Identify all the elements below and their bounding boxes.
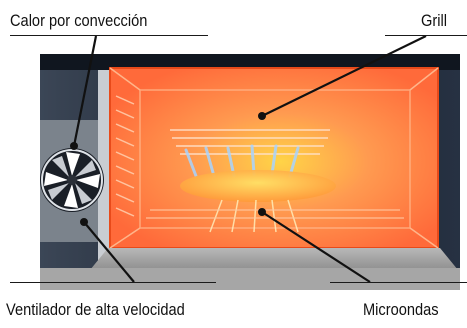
overline-fan [10, 282, 216, 283]
cavity-corner-tl [109, 67, 141, 91]
leader-microwave [261, 211, 371, 283]
underline-convection [10, 35, 208, 36]
label-convection: Calor por convección [10, 11, 148, 30]
leader-fan [83, 221, 135, 283]
cavity-corner-br [409, 227, 439, 249]
dot-microwave [258, 208, 266, 216]
dot-convection [70, 142, 78, 150]
label-microwave: Microondas [363, 300, 439, 319]
underline-grill [385, 35, 467, 36]
cavity-corner-bl [109, 227, 141, 249]
leader-dots [70, 112, 266, 226]
label-grill: Grill [421, 11, 447, 30]
overline-microwave [330, 282, 467, 283]
heat-streaks [184, 144, 300, 178]
leader-grill [261, 35, 427, 117]
grill-element-icon [170, 129, 330, 155]
dot-grill [258, 112, 266, 120]
dot-fan [80, 218, 88, 226]
food-tray-icon [180, 170, 336, 202]
oven-floor [90, 248, 458, 270]
cavity-corner-tr [409, 67, 439, 91]
leader-lines [72, 35, 427, 283]
oven-top-edge [40, 54, 460, 70]
microwave-rays [209, 199, 299, 233]
oven-rack [146, 209, 404, 219]
oven-base [40, 268, 460, 290]
fan-icon [40, 148, 104, 212]
label-fan: Ventilador de alta velocidad [6, 300, 185, 319]
leader-convection [72, 35, 98, 147]
left-vent-slats [115, 95, 135, 217]
